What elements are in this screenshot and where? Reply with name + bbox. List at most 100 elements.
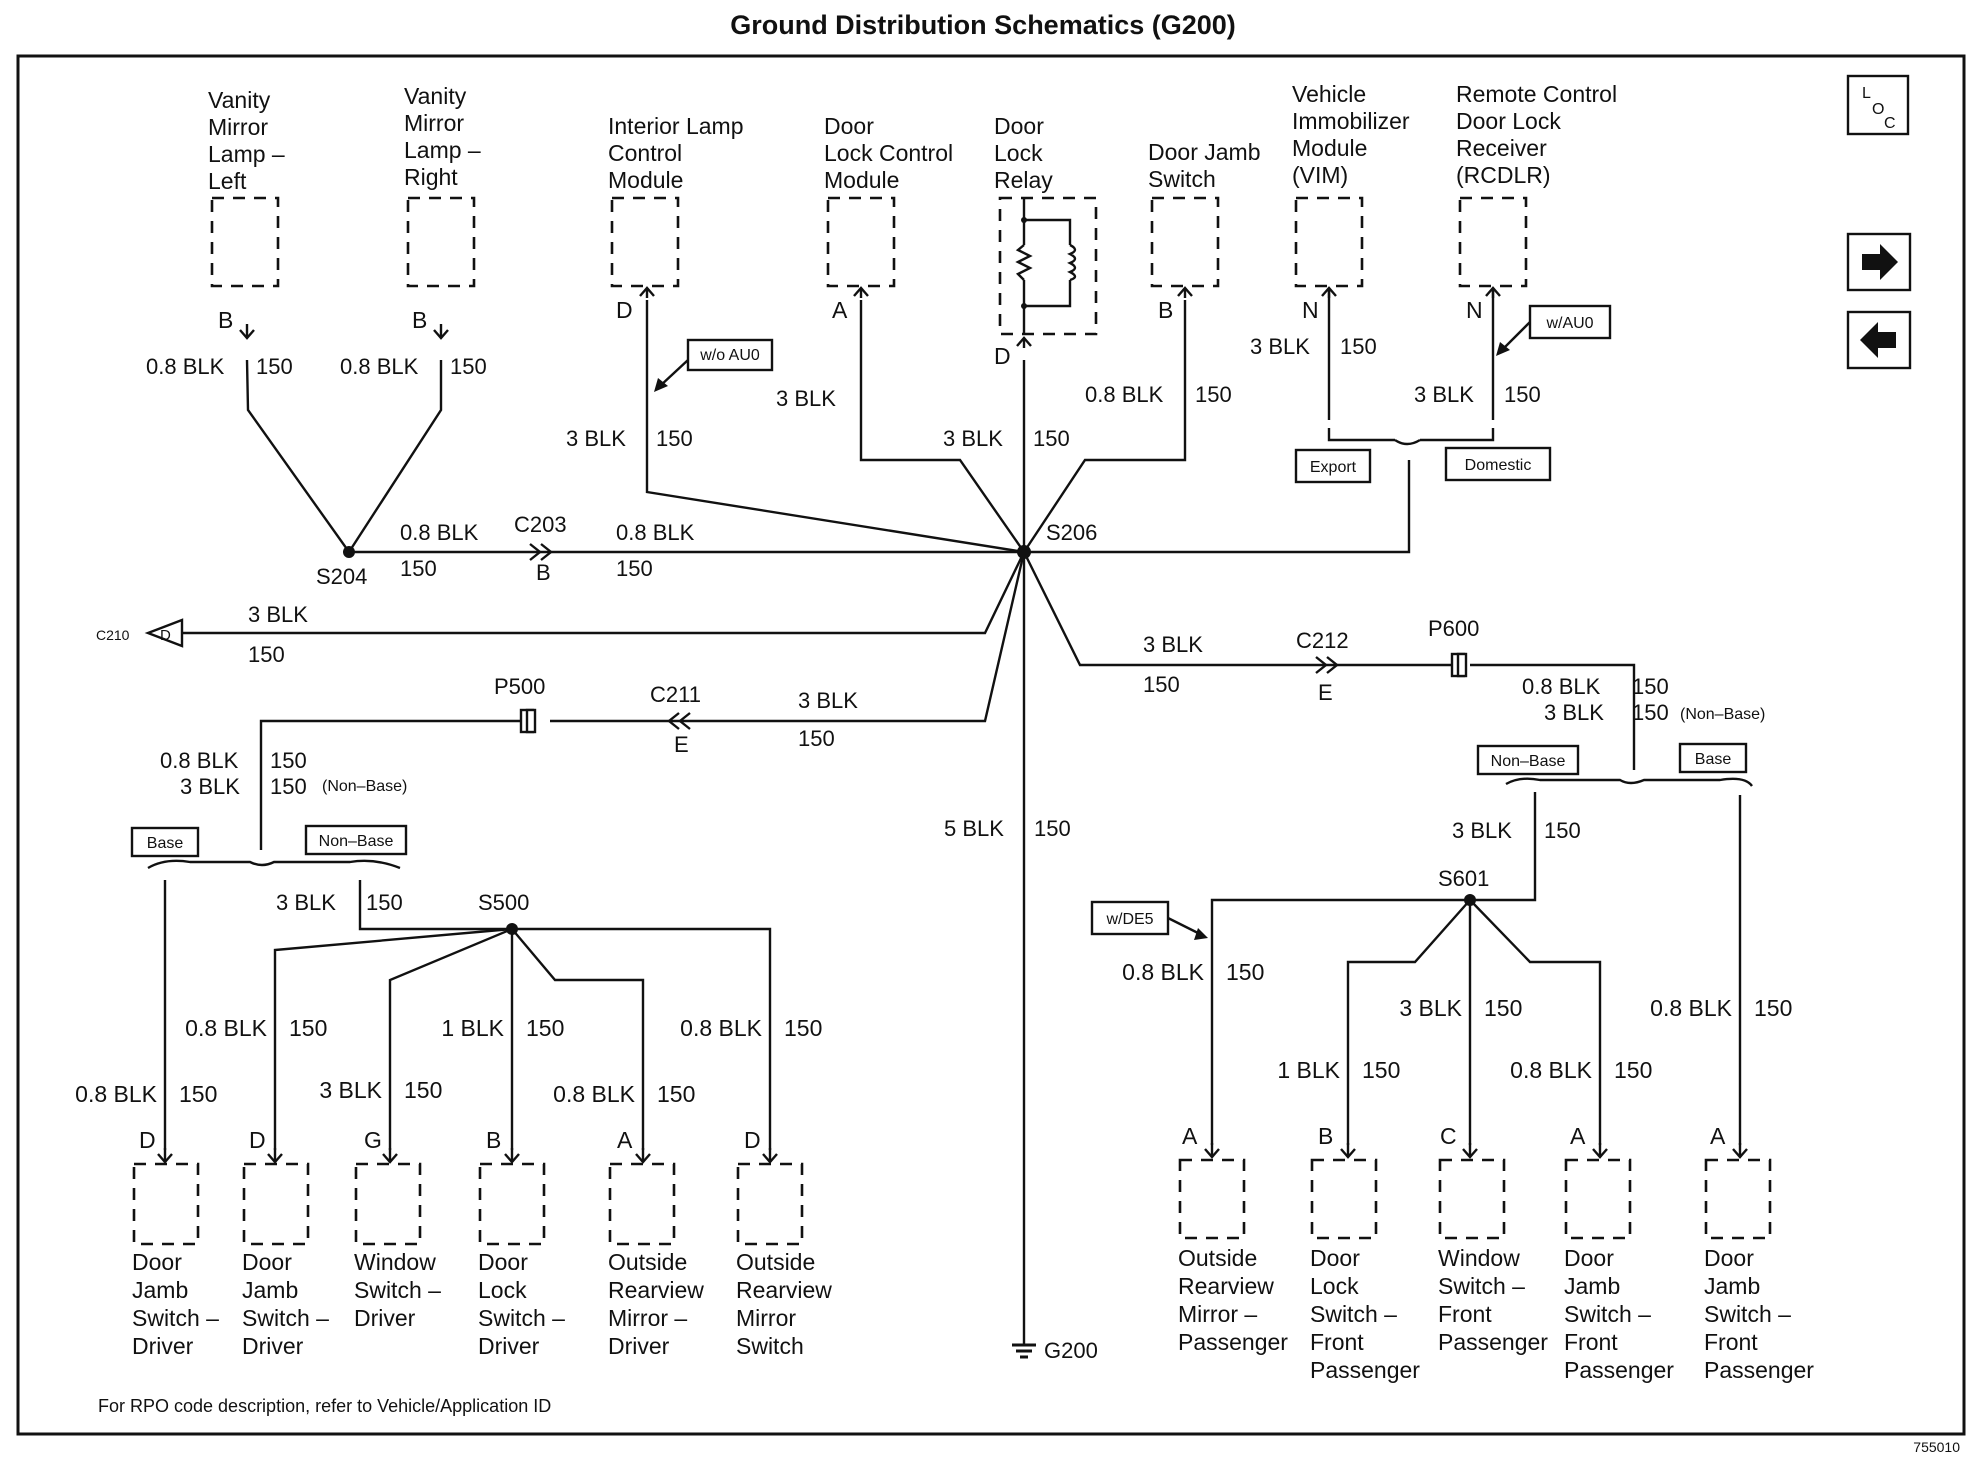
component-name-line: Switch – [1438, 1273, 1525, 1299]
circuit-label: 150 [1754, 995, 1792, 1021]
circuit-label: 150 [784, 1015, 822, 1041]
component-name-line: Switch [1148, 166, 1216, 192]
component-name-line: Switch – [242, 1305, 329, 1331]
component-box [406, 196, 476, 288]
pin-label: B [218, 307, 233, 333]
component-name-line: Lock [1310, 1273, 1359, 1299]
circuit-label: 150 [179, 1081, 217, 1107]
circuit-label: 150 [289, 1015, 327, 1041]
wire-label: 3 BLK [248, 602, 308, 627]
wire-label: 0.8 BLK [1522, 674, 1601, 699]
component-box [736, 1162, 804, 1246]
wire-label: 3 BLK [1544, 700, 1604, 725]
circuit-label: 150 [270, 774, 307, 799]
component-name-line: Window [354, 1249, 436, 1275]
loc-letter-c: C [1884, 115, 1896, 132]
component-name-line: Rearview [736, 1277, 832, 1303]
option-w-au0: w/AU0 [1545, 315, 1593, 332]
nav-buttons: L O C [1846, 74, 1912, 370]
splice-s601-label: S601 [1438, 866, 1489, 891]
component-name-line: Front [1564, 1329, 1618, 1355]
footnote: For RPO code description, refer to Vehic… [98, 1396, 551, 1416]
connector-c203-pin: B [536, 560, 551, 585]
circuit-label: 150 [248, 642, 285, 667]
loc-button[interactable]: L O C [1846, 74, 1910, 136]
component-name-line: Switch – [132, 1305, 219, 1331]
wire-label: 3 BLK [798, 688, 858, 713]
prev-page-button[interactable] [1846, 310, 1912, 370]
pin-label: B [1318, 1123, 1333, 1149]
splice-dots [343, 545, 1476, 935]
circuit-label: 150 [1504, 382, 1541, 407]
wire-label: 0.8 BLK [553, 1081, 635, 1107]
wire-label: 0.8 BLK [340, 354, 419, 379]
component-name-line: Switch [736, 1333, 804, 1359]
circuit-label: 150 [1544, 818, 1581, 843]
wiring [147, 290, 1753, 1345]
component-name-line: Vanity [404, 83, 467, 109]
wire-label: 0.8 BLK [1510, 1057, 1592, 1083]
component-box [1150, 196, 1220, 288]
component-name-line: Receiver [1456, 135, 1547, 161]
component-box [1564, 1158, 1632, 1240]
component-box [242, 1162, 310, 1246]
wire-label: 3 BLK [943, 426, 1003, 451]
splice-s500-dot [506, 923, 518, 935]
loc-letter-o: O [1872, 101, 1884, 118]
option-non-base: Non–Base [319, 833, 394, 850]
wire-label: 3 BLK [180, 774, 240, 799]
component-name-line: Driver [242, 1333, 304, 1359]
splice-s204-label: S204 [316, 564, 367, 589]
splice-s206-dot [1017, 545, 1031, 559]
circuit-label: 150 [1034, 816, 1071, 841]
component-box [1310, 1158, 1378, 1240]
connector-c212-pin: E [1318, 680, 1333, 705]
component-name-line: Module [1292, 135, 1367, 161]
component-box [1458, 196, 1528, 288]
component-name-line: Module [608, 167, 683, 193]
wire-label: 3 BLK [1452, 818, 1512, 843]
pin-label: A [1570, 1123, 1586, 1149]
component-box [478, 1162, 546, 1246]
component-box [354, 1162, 422, 1246]
component-name-line: Outside [1178, 1245, 1257, 1271]
component-name-line: Driver [478, 1333, 540, 1359]
circuit-label: 150 [1362, 1057, 1400, 1083]
wire-label: 1 BLK [441, 1015, 504, 1041]
wire-label: 3 BLK [1414, 382, 1474, 407]
component-name-line: Remote Control [1456, 81, 1617, 107]
next-page-button[interactable] [1846, 232, 1912, 292]
component-name-line: Relay [994, 167, 1053, 193]
non-base-note: (Non–Base) [1680, 706, 1765, 723]
circuit-label: 150 [1033, 426, 1070, 451]
circuit-label: 150 [1632, 700, 1669, 725]
component-name-line: Door [1564, 1245, 1614, 1271]
component-name-line: Driver [354, 1305, 416, 1331]
circuit-label: 150 [656, 426, 693, 451]
wire-label: 0.8 BLK [400, 520, 479, 545]
wire-label: 0.8 BLK [1122, 959, 1204, 985]
ground-g200-symbol [1012, 1343, 1036, 1359]
component-name-line: Mirror – [608, 1305, 687, 1331]
component-name-line: Rearview [1178, 1273, 1274, 1299]
pin-label: B [486, 1127, 501, 1153]
component-name-line: Passenger [1438, 1329, 1548, 1355]
component-name-line: Switch – [1310, 1301, 1397, 1327]
component-name-line: Switch – [1704, 1301, 1791, 1327]
wire-label: 0.8 BLK [1085, 382, 1164, 407]
component-name-line: Mirror – [1178, 1301, 1257, 1327]
component-name-line: Door [824, 113, 874, 139]
circuit-label: 150 [1484, 995, 1522, 1021]
component-box [608, 1162, 676, 1246]
component-name-line: Module [824, 167, 899, 193]
component-name-line: Passenger [1704, 1357, 1814, 1383]
connector-c203-label: C203 [514, 512, 567, 537]
circuit-label: 150 [1632, 674, 1669, 699]
